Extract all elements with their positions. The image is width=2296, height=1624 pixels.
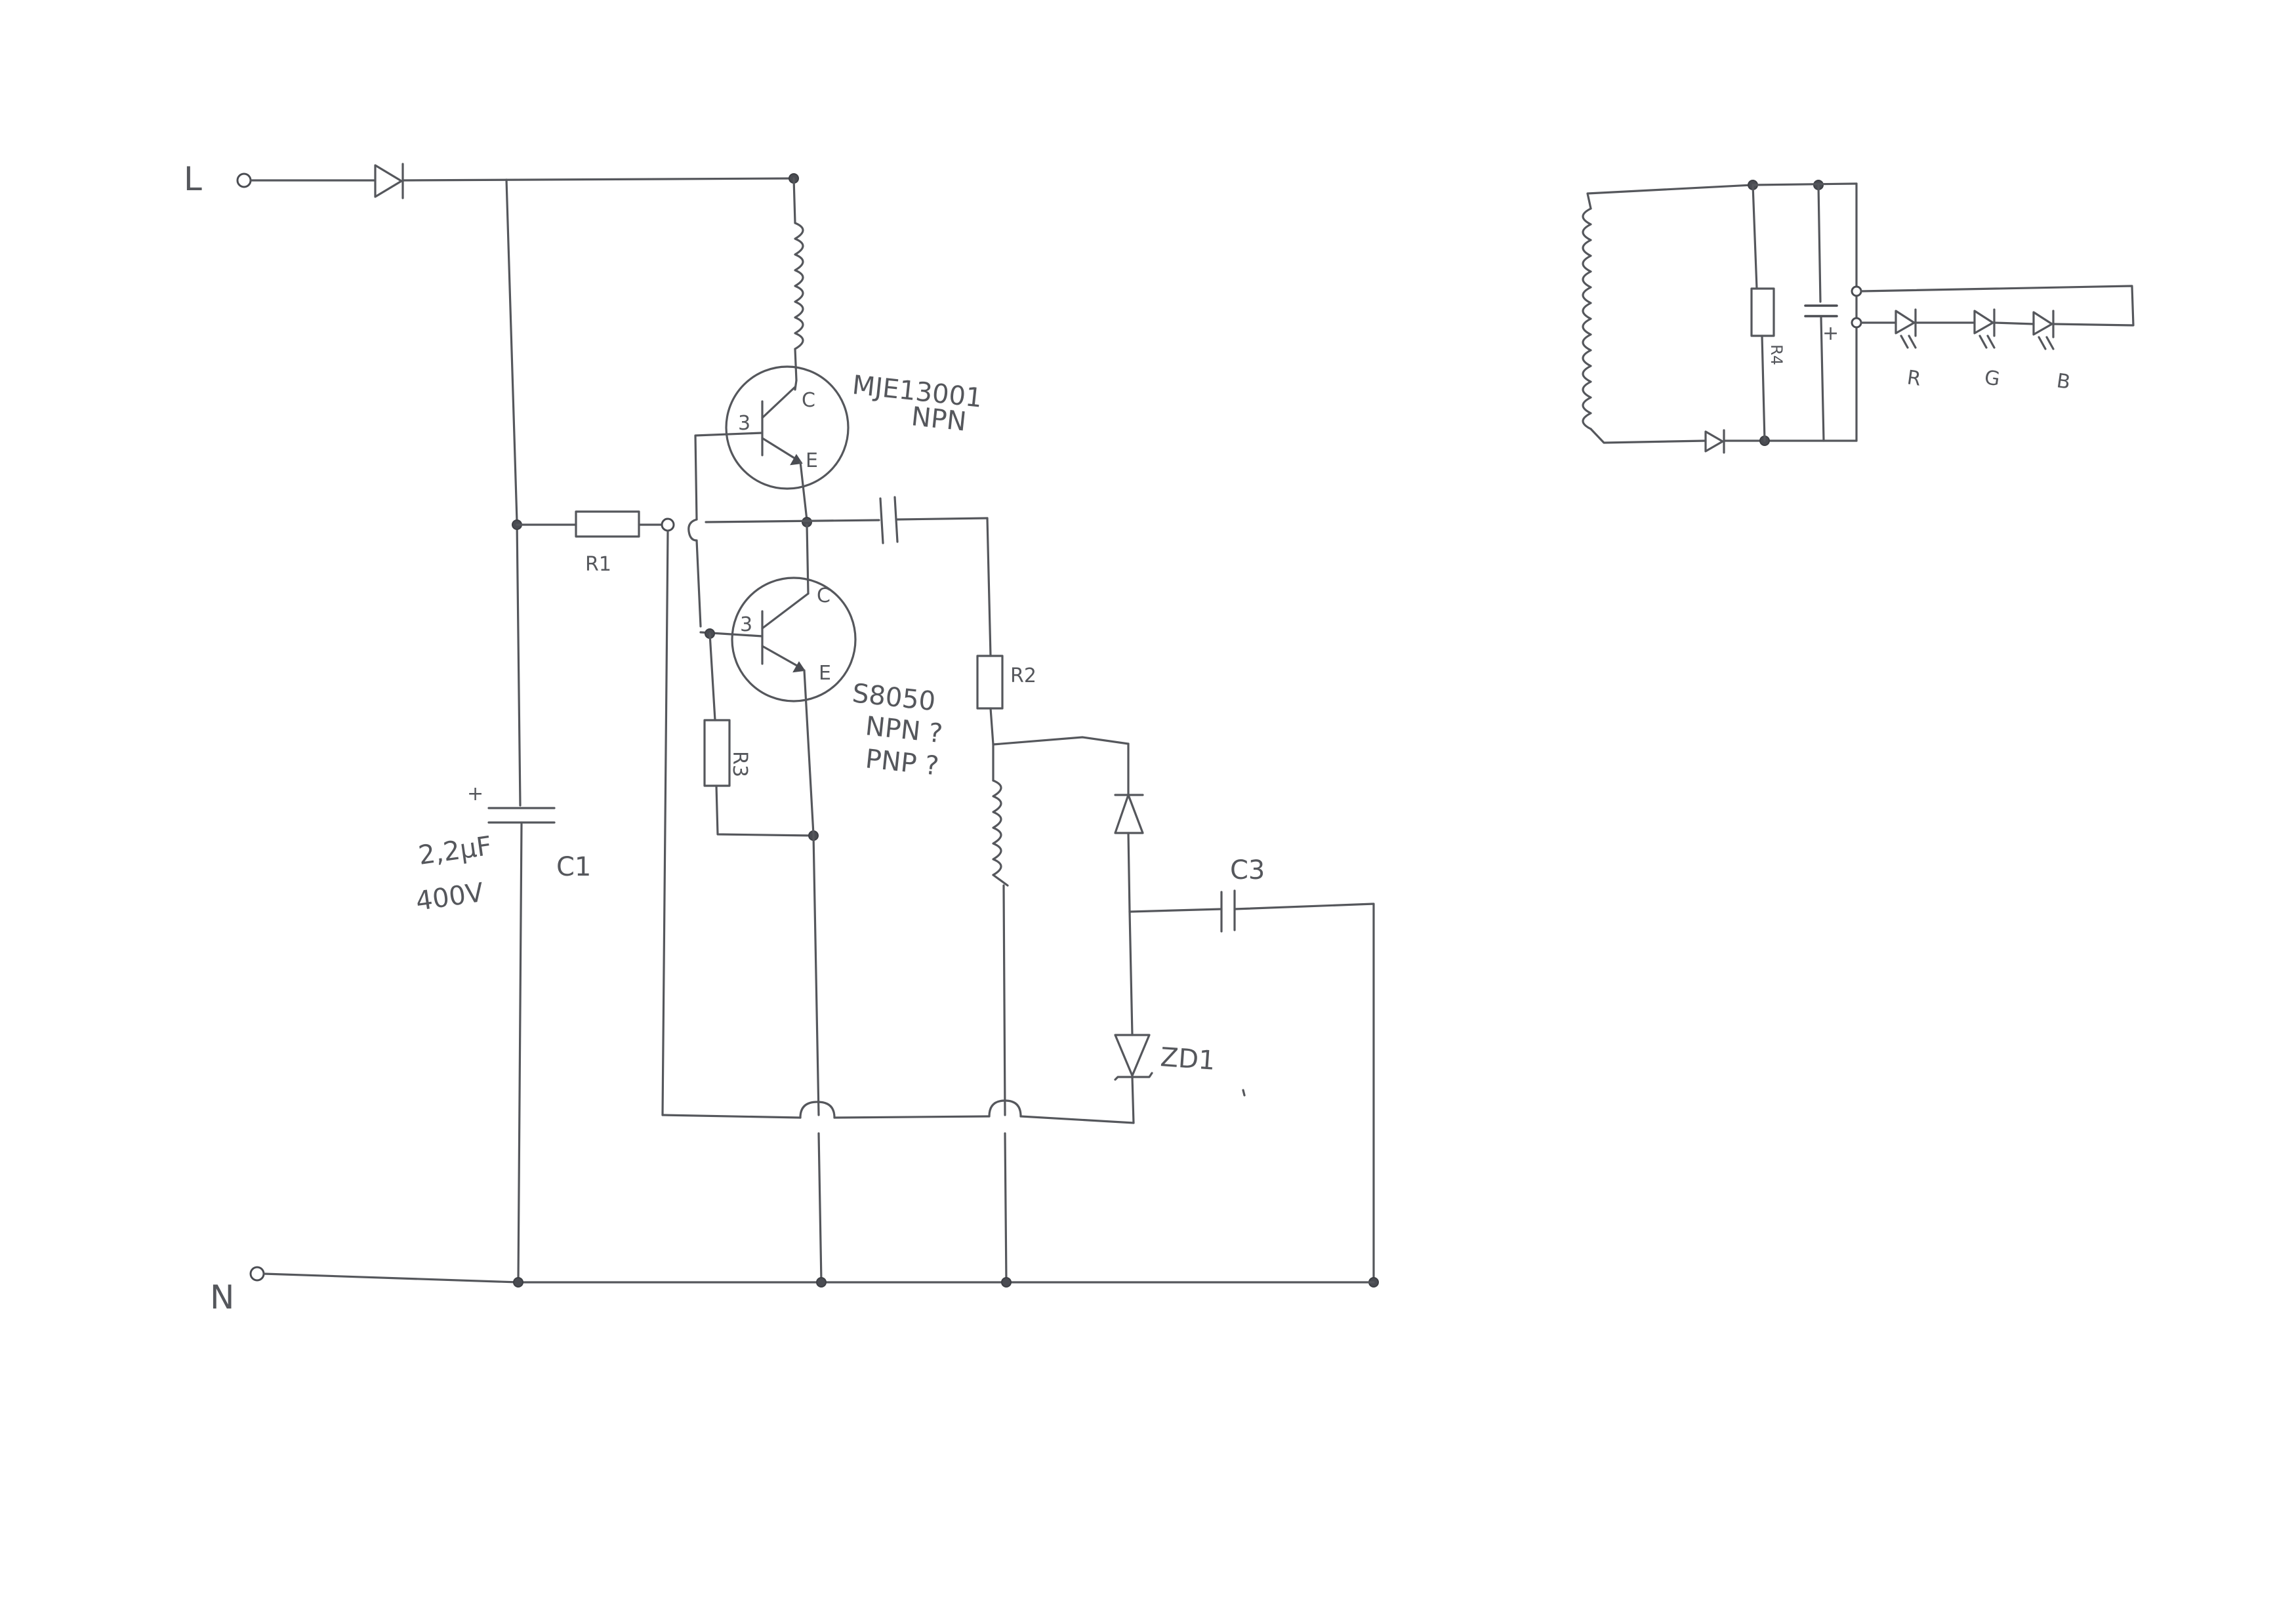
wire [1002, 884, 1006, 1116]
capacitor-c2 [879, 496, 899, 544]
resistor-r4: R4 [1750, 287, 1786, 365]
neutral-terminal-label: N [210, 1278, 234, 1316]
wire [661, 1114, 802, 1119]
wire [896, 517, 989, 521]
wire [1589, 428, 1707, 444]
resistor-r3: R3 [703, 719, 751, 787]
led-green-label: G [1983, 366, 2001, 391]
wire [1752, 182, 1858, 186]
diode-d2 [1114, 794, 1144, 834]
wire [1820, 316, 1825, 442]
r3-label: R3 [728, 751, 751, 777]
wire [986, 517, 992, 657]
junction-dot [513, 1277, 523, 1288]
wire [794, 379, 798, 391]
wire [715, 784, 815, 837]
wire [817, 1132, 823, 1284]
neutral-terminal: N [210, 1266, 265, 1316]
wire [505, 178, 522, 807]
inductor-l2 [992, 779, 1002, 876]
c1-name: C1 [556, 852, 591, 882]
wire [401, 177, 794, 182]
wire [792, 177, 796, 224]
wire [992, 874, 1009, 887]
wire [806, 523, 810, 595]
c3-label: C3 [1230, 855, 1265, 885]
wire-crossover [687, 518, 698, 542]
wire [517, 822, 523, 1284]
wire [1131, 1076, 1135, 1124]
led-blue-label: B [2055, 369, 2072, 394]
capacitor-c3: C3 [1220, 855, 1265, 933]
wire [833, 1115, 991, 1119]
input-diode [374, 163, 404, 199]
wire [992, 736, 1130, 746]
wire [803, 669, 820, 1116]
q2-emitter-label: E [819, 662, 831, 685]
wire [1128, 908, 1223, 913]
resistor-r2: R2 [976, 655, 1036, 710]
output-terminal-plus [1851, 285, 1862, 297]
output-capacitor: + [1804, 304, 1839, 345]
wire [1860, 285, 2135, 327]
wire [705, 519, 880, 523]
zener-zd1: ZD1 [1114, 1034, 1216, 1081]
wire-crossover [988, 1099, 1022, 1118]
wire [1761, 335, 1766, 442]
wire [1127, 832, 1131, 913]
resistor-r1: R1 [575, 510, 640, 576]
c1-value: 2,2µF [417, 831, 493, 871]
q2-base-label: 3 [740, 613, 752, 636]
live-terminal: L [184, 160, 252, 198]
zd1-label: ZD1 [1159, 1042, 1216, 1076]
q1-type: NPN [910, 401, 968, 437]
q1-base-label: 3 [738, 412, 750, 435]
capacitor-c1: + C1 2,2µF 400V [414, 782, 591, 917]
junction-dot [1001, 1277, 1012, 1288]
wire [1019, 1115, 1135, 1124]
output-cap-polarity: + [1822, 322, 1839, 345]
c1-polarity: + [467, 782, 483, 805]
wire [794, 348, 798, 382]
wire [694, 432, 764, 521]
output-terminal-minus [1851, 317, 1862, 329]
led-green: G [1973, 308, 2001, 391]
wire [1993, 321, 2035, 325]
q2-type-pnp: PNP ? [864, 744, 940, 781]
secondary-coil [1582, 207, 1592, 430]
q1-emitter-label: E [806, 449, 818, 472]
output-diode [1704, 429, 1725, 454]
r1-label: R1 [585, 553, 611, 576]
inductor-l1 [794, 222, 804, 350]
wire-crossover [799, 1101, 836, 1119]
wire [1128, 910, 1134, 1036]
r2-label: R2 [1010, 664, 1036, 687]
wire [799, 460, 808, 521]
node-r1-out [661, 518, 675, 532]
q2-part-number: S8050 [851, 678, 937, 717]
q2-collector-label: C [817, 584, 830, 607]
led-red: R [1895, 308, 1923, 391]
wire [1233, 903, 1375, 1284]
wire [1817, 184, 1822, 303]
wire [661, 530, 669, 1116]
q1-collector-label: C [802, 389, 815, 412]
r4-label: R4 [1767, 344, 1786, 365]
c1-voltage: 400V [414, 878, 486, 917]
wire [1004, 1132, 1008, 1284]
transistor-q1: 3 C E MJE13001 NPN [725, 365, 984, 490]
wire [708, 632, 716, 721]
live-terminal-label: L [184, 160, 202, 198]
wire [1752, 184, 1758, 290]
led-red-label: R [1906, 366, 1923, 391]
junction-dot [816, 1277, 827, 1288]
wire [695, 539, 702, 628]
led-blue: B [2032, 310, 2072, 394]
transistor-q2: 3 C E S8050 NPN ? PNP ? [731, 577, 944, 782]
pencil-mark [1242, 1089, 1246, 1097]
wire [1586, 184, 1754, 210]
wire [989, 707, 994, 746]
